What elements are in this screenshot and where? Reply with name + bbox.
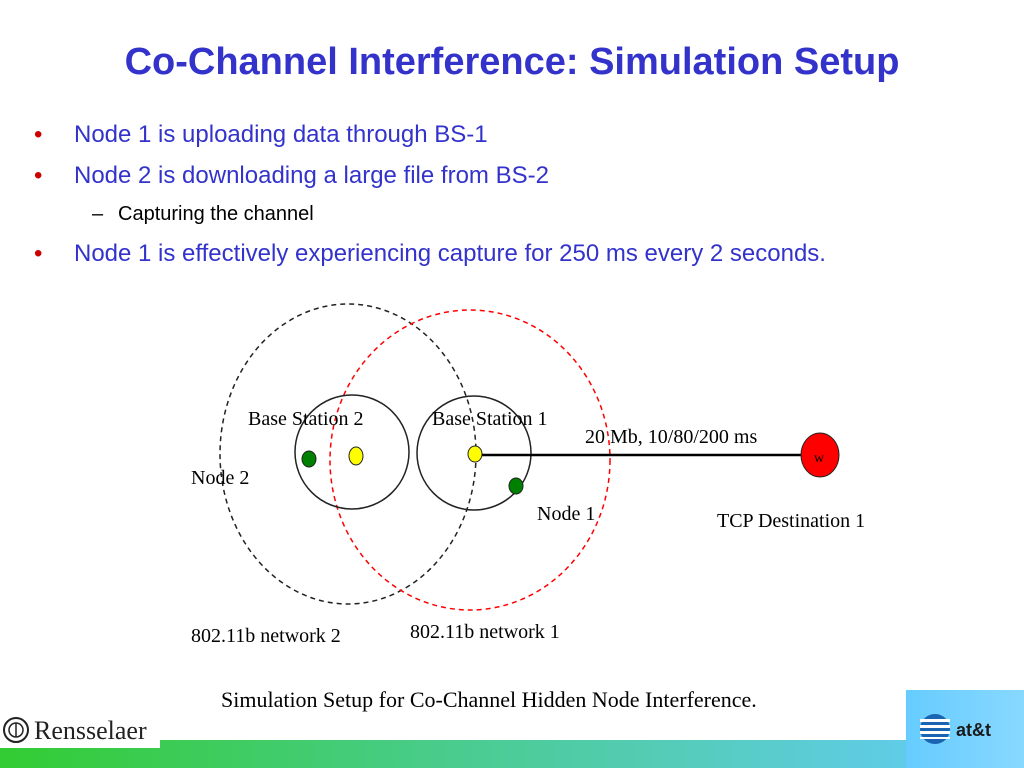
base-station-2-dot <box>348 446 364 466</box>
bullet-marker: • <box>34 162 43 189</box>
footer-bar <box>0 740 1024 768</box>
node-1-label: Node 1 <box>537 503 595 525</box>
base-station-1-label: Base Station 1 <box>432 408 548 430</box>
bullet-marker: • <box>34 121 43 148</box>
network-2-label: 802.11b network 2 <box>191 625 341 647</box>
slide-title: Co-Channel Interference: Simulation Setu… <box>124 41 900 83</box>
network-1-coverage <box>329 309 611 611</box>
node-2-label: Node 2 <box>191 467 249 489</box>
bullet-2: Node 2 is downloading a large file from … <box>74 162 549 189</box>
att-logo: at&t <box>906 690 1024 768</box>
base-station-2-label: Base Station 2 <box>248 408 364 430</box>
bullet-3: Node 1 is effectively experiencing captu… <box>74 240 826 267</box>
node-2-dot <box>301 450 317 468</box>
att-logo-text: at&t <box>956 720 991 740</box>
network-2-coverage <box>219 303 477 605</box>
destination-marker: w <box>814 451 825 466</box>
seal-icon <box>3 717 29 743</box>
bullet-list: • Node 1 is uploading data through BS-1 … <box>0 0 1024 300</box>
sub-bullet-1: Capturing the channel <box>118 203 314 225</box>
base-station-1-dot <box>467 445 483 463</box>
rensselaer-logo-text: Rensselaer <box>34 716 147 745</box>
tcp-destination-node <box>800 432 840 478</box>
network-1-label: 802.11b network 1 <box>410 621 560 643</box>
sub-bullet-marker: – <box>92 203 104 225</box>
diagram-caption: Simulation Setup for Co-Channel Hidden N… <box>221 687 757 712</box>
bullet-1: Node 1 is uploading data through BS-1 <box>74 121 488 148</box>
link-label: 20 Mb, 10/80/200 ms <box>585 426 757 448</box>
bullet-marker: • <box>34 240 43 267</box>
node-1-dot <box>508 477 524 495</box>
att-globe-icon <box>920 714 950 744</box>
base-station-2-circle <box>294 394 410 510</box>
base-station-1-circle <box>416 395 532 511</box>
rensselaer-logo: Rensselaer <box>0 712 160 748</box>
tcp-destination-label: TCP Destination 1 <box>717 510 865 532</box>
